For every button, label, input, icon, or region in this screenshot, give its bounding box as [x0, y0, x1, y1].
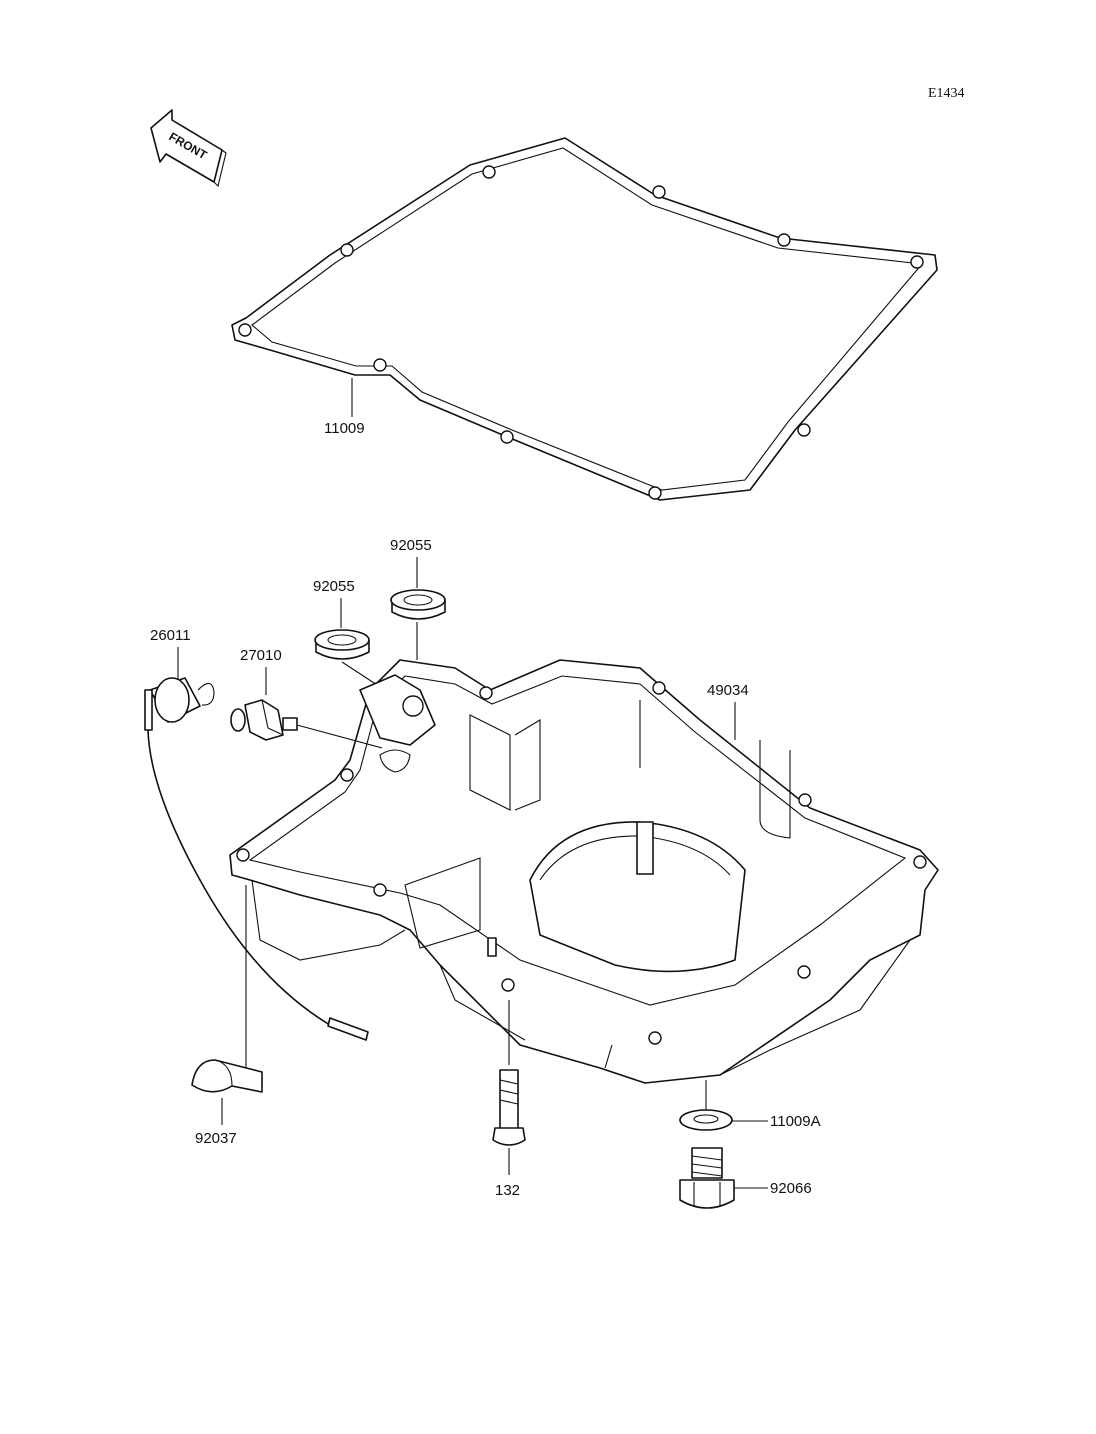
gasket-11009: [231, 137, 938, 501]
front-arrow-icon: FRONT: [150, 109, 227, 188]
part-label-switch-lead: 26011: [150, 627, 191, 644]
seal-icon: [390, 589, 446, 620]
seal-icon: [314, 629, 370, 660]
clamp-icon: [191, 1059, 263, 1093]
part-label-oil-pan: 49034: [707, 682, 749, 699]
diagram-code: E1434: [928, 86, 965, 101]
part-label-seal-a: 92055: [313, 578, 355, 595]
part-label-oil-switch: 27010: [240, 647, 282, 664]
part-label-clamp: 92037: [195, 1130, 237, 1147]
part-label-drain-plug: 92066: [770, 1180, 812, 1197]
oil-switch-icon: [230, 699, 298, 741]
drain-washer-icon: [679, 1109, 733, 1131]
drain-plug-icon: [679, 1147, 735, 1209]
part-label-drain-washer: 11009A: [770, 1113, 821, 1130]
oil-pan-body: [229, 659, 939, 1084]
part-label-seal-b: 92055: [390, 537, 432, 554]
switch-lead-icon: [144, 677, 369, 1041]
bolt-icon: [492, 1069, 526, 1146]
part-label-bolt: 132: [495, 1182, 520, 1199]
part-label-gasket: 11009: [324, 420, 365, 437]
